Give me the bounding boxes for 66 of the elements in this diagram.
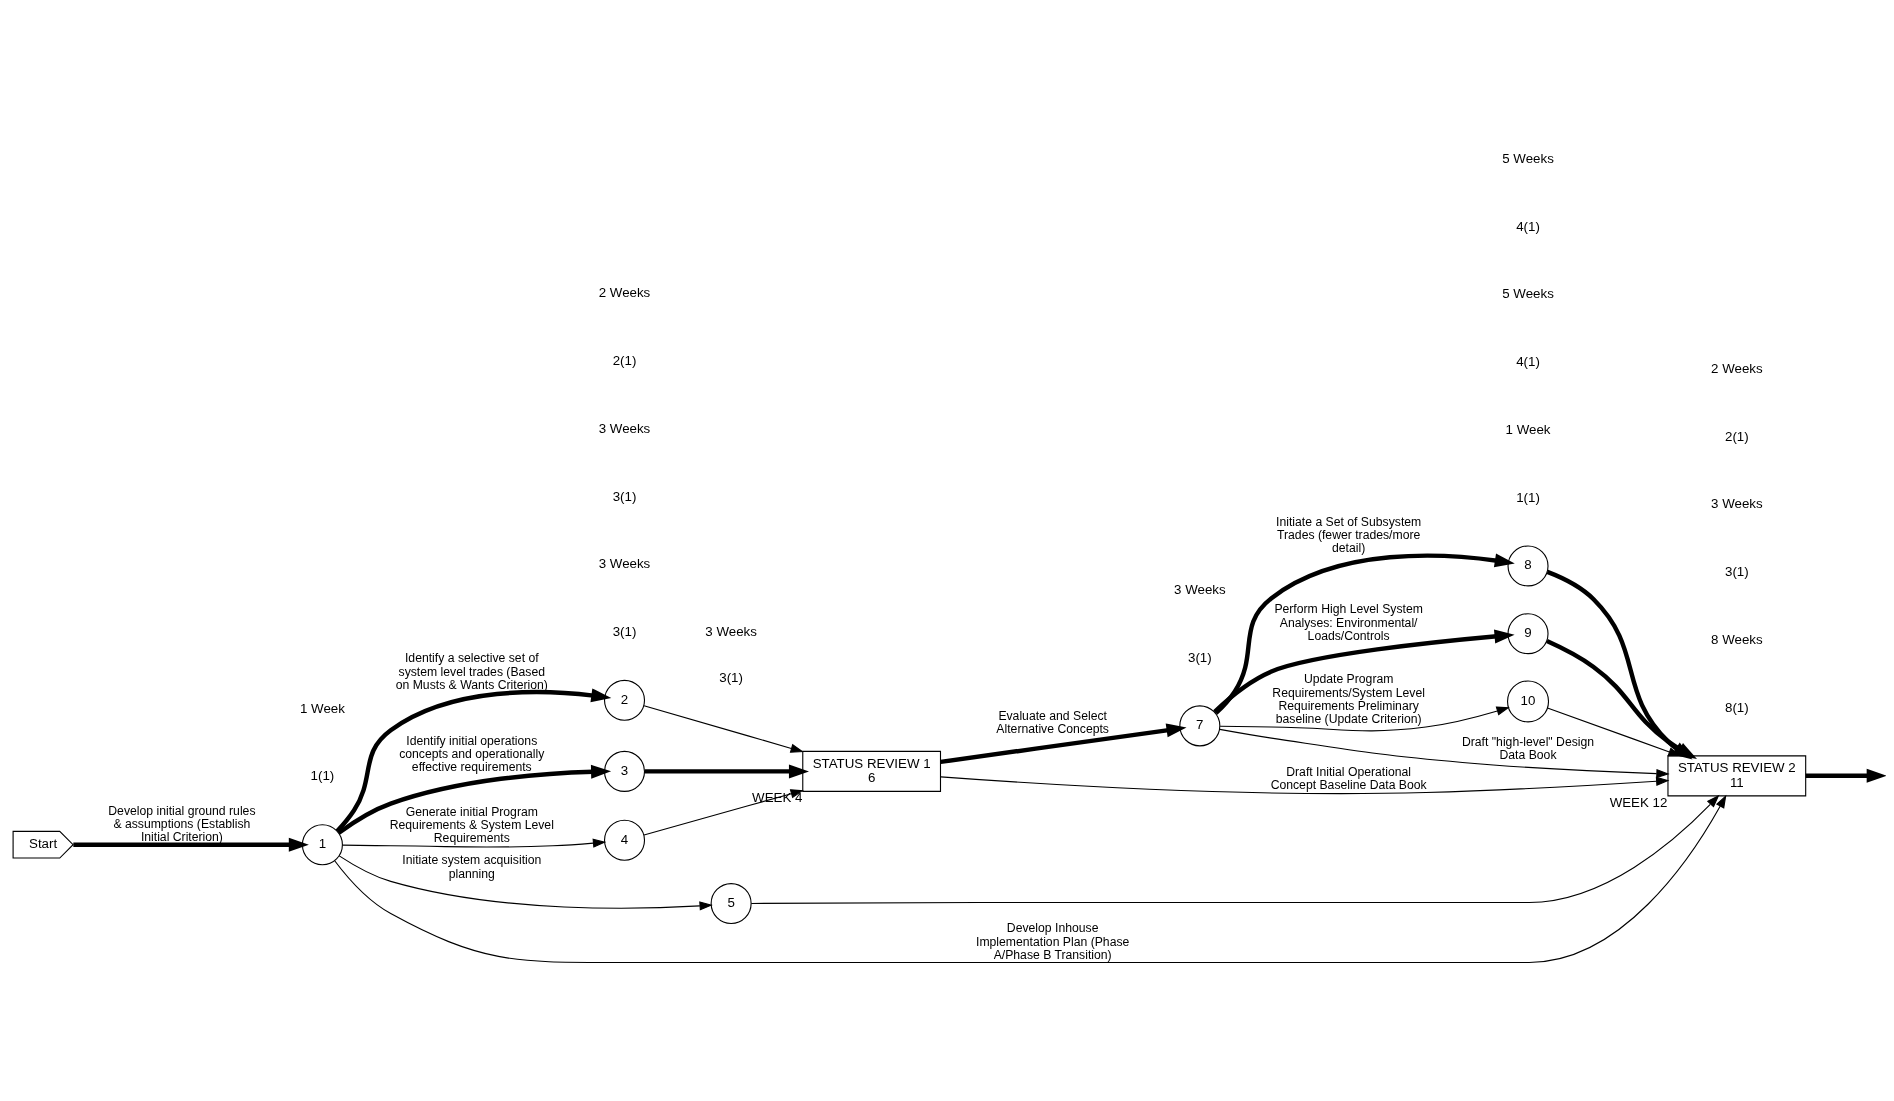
arrow: [342, 838, 607, 848]
arrow: [334, 794, 1727, 963]
arrow: [644, 763, 809, 778]
arrow: [335, 687, 612, 833]
label: 3 Weeks: [705, 623, 757, 639]
label: 2 Weeks: [1711, 360, 1763, 376]
node-label: WEEK 12: [1609, 794, 1668, 809]
arrow: [750, 794, 1720, 904]
arrow: [1219, 728, 1670, 778]
edge-label: Generate initial Program Requirements & System Level Requirements: [389, 804, 554, 845]
edge-label: Draft "high-level" Design Data Book: [1461, 734, 1595, 762]
node-circle: 10: [1507, 679, 1550, 722]
edge-label: Perform High Level System Analyses: Environmental/ Loads/Controls: [1274, 601, 1423, 643]
label: 3(1): [719, 669, 743, 685]
edge-label: Identify a selective set of system level trades (Based on Musts & Wants Criterion): [395, 650, 548, 692]
edge-label: Evaluate and Select Alternative Concepts: [996, 708, 1109, 736]
label: 3(1): [612, 623, 637, 639]
arrow: [73, 837, 309, 852]
node-circle: 2: [603, 679, 646, 721]
edge-label: Initiate a Set of Subsystem Trades (fewer trades/more detail): [1276, 514, 1422, 555]
node-circle: 5: [710, 882, 752, 924]
arrow: [1214, 552, 1515, 715]
node-box: STATUS REVIEW 2 11: [1667, 754, 1807, 796]
arrow: [1213, 628, 1515, 713]
label: 2(1): [1724, 428, 1749, 444]
label: 2 Weeks: [598, 284, 651, 300]
label: 3 Weeks: [1711, 495, 1763, 511]
label: 3(1): [612, 488, 637, 504]
label: 1 Week: [1505, 421, 1551, 437]
label: 3 Weeks: [1174, 581, 1226, 597]
label: 3(1): [1187, 649, 1212, 665]
edge-label: Update Program Requirements/System Level Requirements Preliminary baseline (Update Criterion): [1272, 671, 1425, 726]
edge-label: Identify initial operations concepts and operationally effective requirements: [399, 733, 545, 774]
arrow: [940, 722, 1187, 764]
label: 1 Week: [299, 700, 345, 716]
arrow: [338, 854, 713, 911]
label: 2(1): [612, 352, 637, 368]
label: 1(1): [310, 767, 335, 783]
arrow: [1219, 706, 1510, 731]
arrow: [1546, 706, 1682, 756]
node-circle: 3: [603, 750, 646, 792]
label: 3 Weeks: [598, 555, 651, 571]
label: 1(1): [1516, 489, 1540, 505]
label: 3(1): [1724, 563, 1749, 579]
edge-label: Develop Inhouse Implementation Plan (Phase A/Phase B Transition): [976, 920, 1130, 962]
label: 8 Weeks: [1711, 631, 1763, 647]
label: 4(1): [1516, 218, 1540, 234]
node-circle: 1: [301, 823, 343, 865]
arrow: [643, 704, 804, 753]
arrow: [337, 764, 612, 835]
node-circle: 7: [1179, 704, 1221, 746]
edge-label: Develop initial ground rules & assumptions (Establish Initial Criterion): [108, 803, 256, 844]
arrow: [643, 788, 804, 836]
edge-label: Initiate system acquisition planning: [402, 852, 542, 881]
node-box: STATUS REVIEW 1 6: [802, 750, 942, 792]
label: 4(1): [1516, 353, 1540, 369]
arrow: [1805, 768, 1886, 783]
edge-label: Draft Initial Operational Concept Baseline Data Book: [1270, 764, 1427, 792]
label: 5 Weeks: [1502, 150, 1554, 166]
node-circle: 8: [1507, 544, 1549, 586]
label: 5 Weeks: [1502, 285, 1554, 301]
node-circle: 4: [603, 819, 646, 861]
arrow: [940, 775, 1670, 794]
label: 8(1): [1724, 699, 1749, 715]
label: 3 Weeks: [598, 420, 651, 436]
node-circle: 9: [1507, 612, 1549, 654]
